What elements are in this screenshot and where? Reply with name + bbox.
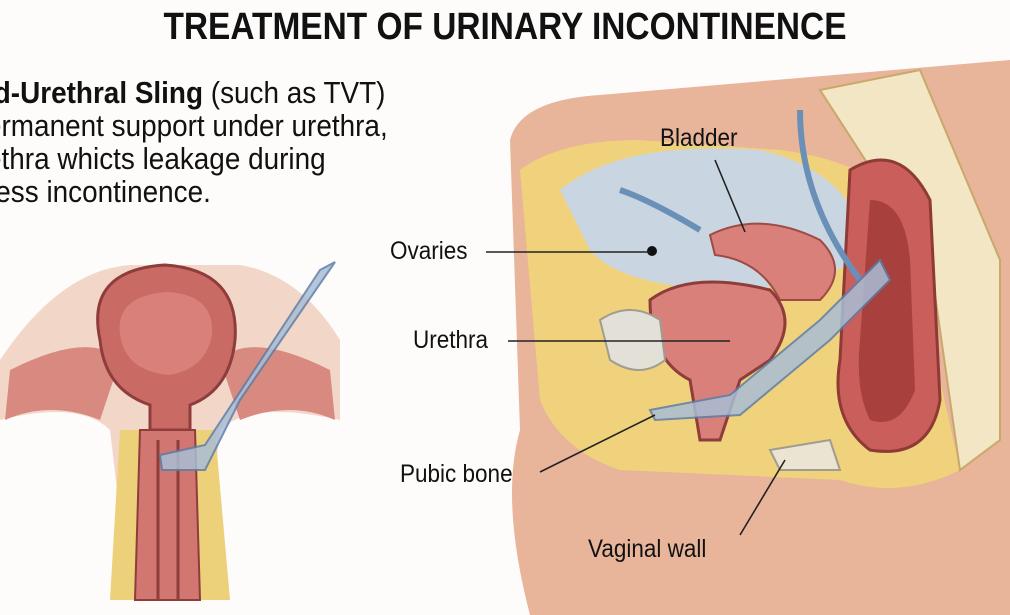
bladder-leader-line [714,159,746,233]
description-heading-rest: (such as TVT) [203,75,386,110]
sling-description: id-Urethral Sling (such as TVT) ermanent… [0,76,388,208]
description-line: ermanent support under urethra, [0,108,388,143]
pubic-bone-leader-line [539,414,656,473]
frontal-view-diagram [0,261,340,601]
description-line: ethra whicts leakage during [0,141,326,176]
label-vaginal-wall: Vaginal wall [588,535,707,563]
description-heading: id-Urethral Sling (such as TVT) [0,76,388,109]
sagittal-view-diagram [510,60,1010,615]
label-ovaries: Ovaries [390,237,468,265]
description-heading-bold: id-Urethral Sling [0,75,204,110]
label-bladder: Bladder [660,124,738,152]
label-urethra: Urethra [413,326,489,354]
page-title: TREATMENT OF URINARY INCONTINENCE [163,6,847,48]
label-pubic-bone: Pubic bone [400,460,513,488]
description-line: ress incontinence. [0,174,211,209]
vaginal-wall-leader-line [739,459,786,536]
